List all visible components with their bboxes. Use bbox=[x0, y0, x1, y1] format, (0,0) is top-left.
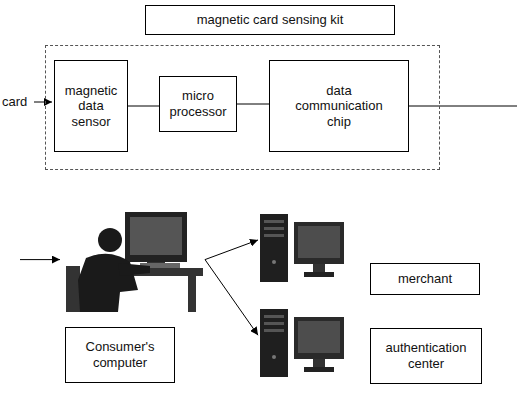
node-text: Consumer's computer bbox=[70, 339, 170, 370]
label-box: merchant bbox=[370, 263, 480, 295]
enclosure-box: magnetic data sensor micro processor data … bbox=[45, 45, 440, 170]
node-text: merchant bbox=[398, 271, 452, 287]
label-box: authentication center bbox=[370, 328, 482, 384]
consumer-illustration bbox=[66, 212, 203, 312]
label-box: Consumer's computer bbox=[65, 327, 175, 383]
input-label: card bbox=[2, 94, 27, 110]
heading-box: magnetic card sensing kit bbox=[145, 5, 395, 35]
computer-node: Consumer's computer bbox=[60, 205, 205, 387]
computer-node: merchant bbox=[258, 205, 483, 297]
node-text: data communication chip bbox=[291, 83, 387, 130]
person-body bbox=[78, 254, 138, 312]
component-box: data communication chip bbox=[269, 60, 409, 152]
desk-leg bbox=[188, 276, 196, 312]
component-box: magnetic data sensor bbox=[54, 60, 128, 152]
person-arm bbox=[118, 263, 150, 276]
screen bbox=[130, 217, 182, 255]
node-text: magnetic data sensor bbox=[59, 83, 123, 130]
chair bbox=[66, 266, 80, 312]
monitor bbox=[125, 212, 187, 262]
authentication-computer bbox=[260, 309, 344, 377]
person-head bbox=[98, 228, 122, 252]
merchant-computer bbox=[260, 214, 344, 282]
node-text: micro processor bbox=[164, 88, 232, 119]
component-box: micro processor bbox=[159, 76, 237, 132]
connector bbox=[205, 240, 258, 260]
card-arrow bbox=[34, 102, 52, 103]
connector bbox=[128, 106, 159, 107]
connector bbox=[237, 104, 269, 105]
node-text: magnetic card sensing kit bbox=[197, 12, 344, 28]
node-text: authentication center bbox=[375, 340, 477, 371]
connector bbox=[205, 260, 258, 336]
computer-node: authentication center bbox=[258, 300, 483, 388]
